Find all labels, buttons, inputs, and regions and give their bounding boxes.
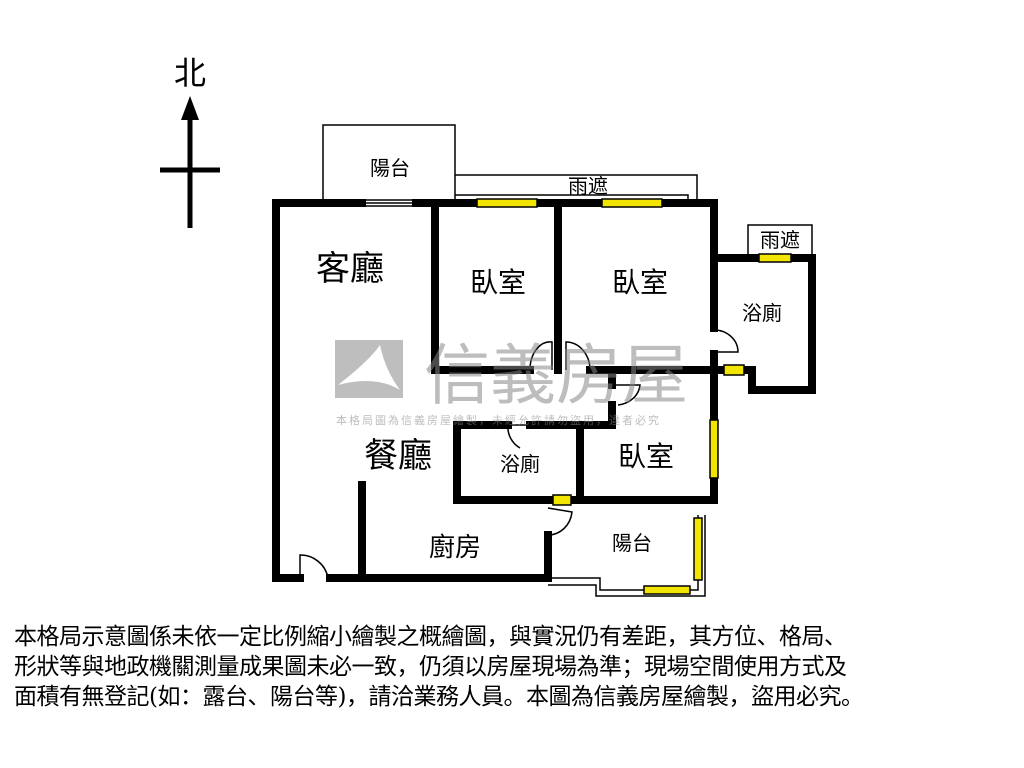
disclaimer-line: 形狀等與地政機關測量成果圖未必一致，仍須以房屋現場為準；現場空間使用方式及 bbox=[14, 654, 847, 680]
compass: 北 bbox=[160, 54, 220, 228]
entrance-door-swing bbox=[299, 554, 329, 579]
window bbox=[709, 419, 719, 479]
label-bedroom-2: 臥室 bbox=[612, 266, 668, 299]
balcony-bottom-inner-outline bbox=[548, 515, 706, 597]
door-swing bbox=[713, 329, 739, 353]
door-swing bbox=[612, 384, 641, 406]
balcony-top-outline bbox=[322, 124, 456, 204]
watermark-brand: 信義房屋 bbox=[424, 337, 688, 414]
window bbox=[758, 253, 792, 263]
walls bbox=[272, 199, 816, 582]
north-label: 北 bbox=[174, 54, 206, 92]
disclaimer: 本格局示意圖係未依一定比例縮小繪製之概繪圖，與實況仍有差距，其方位、格局、 形狀… bbox=[14, 622, 1014, 712]
door-swing bbox=[565, 341, 591, 371]
watermark: 信義房屋 本格局圖為信義房屋繪製，未經允許請勿盜用，違者必究 bbox=[335, 337, 688, 427]
watermark-logo-mark bbox=[338, 345, 400, 390]
canopy-top-outline bbox=[455, 174, 698, 203]
label-balcony-top: 陽台 bbox=[370, 156, 410, 180]
window bbox=[552, 494, 572, 506]
watermark-subtitle: 本格局圖為信義房屋繪製，未經允許請勿盜用，違者必究 bbox=[336, 413, 661, 427]
label-balcony-bottom: 陽台 bbox=[612, 531, 652, 555]
label-canopy-top: 雨遮 bbox=[568, 174, 608, 198]
label-kitchen: 廚房 bbox=[429, 533, 481, 563]
label-canopy-right: 雨遮 bbox=[760, 228, 800, 252]
window bbox=[643, 585, 691, 595]
label-dining-room: 餐廳 bbox=[364, 436, 432, 476]
label-bathroom-2: 浴廁 bbox=[500, 452, 540, 476]
label-bathroom-1: 浴廁 bbox=[742, 301, 782, 325]
north-arrow-icon bbox=[181, 96, 199, 120]
window bbox=[601, 198, 663, 208]
disclaimer-line: 面積有無登記(如：露台、陽台等)，請洽業務人員。本圖為信義房屋繪製，盜用必究。 bbox=[14, 684, 864, 710]
disclaimer-line: 本格局示意圖係未依一定比例縮小繪製之概繪圖，與實況仍有差距，其方位、格局、 bbox=[14, 624, 847, 650]
thin-outlines bbox=[299, 124, 813, 597]
door-swing bbox=[547, 507, 573, 536]
window bbox=[693, 517, 703, 581]
label-bedroom-1: 臥室 bbox=[470, 266, 526, 299]
window bbox=[723, 364, 745, 376]
label-bedroom-3: 臥室 bbox=[618, 440, 674, 473]
label-living-room: 客廳 bbox=[316, 249, 384, 289]
windows bbox=[476, 198, 792, 595]
door-swing bbox=[529, 341, 553, 371]
window bbox=[476, 198, 538, 208]
